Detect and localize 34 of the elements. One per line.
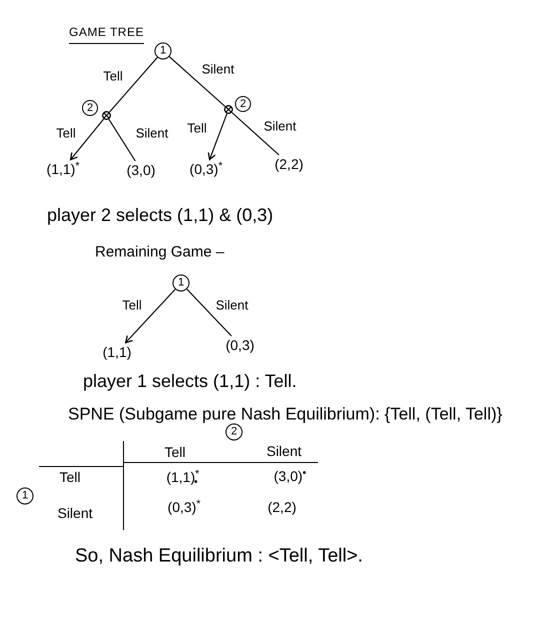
payoff-entry: (3,0)$^{•}$ — [274, 469, 306, 483]
note-text: player 1 selects (1,1) : Tell. — [83, 372, 297, 390]
column-header: Silent — [266, 444, 302, 458]
arrow — [70, 118, 104, 160]
edge-label: Silent — [200, 62, 236, 76]
edge-label: Tell — [102, 70, 124, 82]
edge-label: Silent — [214, 298, 250, 312]
branch-line — [231, 112, 280, 156]
edge-label: Tell — [186, 122, 208, 134]
payoff-text: (0,3) — [226, 336, 254, 354]
payoff-text: (2,2) — [274, 155, 304, 173]
payoff-entry: (0,3)$^{*}$ — [168, 500, 200, 514]
payoff-text: (0,3)$^{*}$ — [190, 160, 222, 178]
edge-label: Silent — [134, 126, 170, 140]
column-header: Tell — [164, 445, 186, 459]
title: GAME TREE — [69, 26, 144, 44]
edge-label: Silent — [262, 120, 298, 132]
branch-line — [168, 56, 226, 107]
payoff-text: (1,1)$^{*}$ — [46, 160, 80, 178]
conclusion-text: So, Nash Equilibrium : <Tell, Tell>. — [75, 546, 363, 566]
spne-statement: SPNE (Subgame pure Nash Equilibrium): {Tell, (Tell, Tell)} — [68, 406, 502, 422]
edge-label: Tell — [55, 126, 77, 140]
note-text: player 2 selects (1,1) & (0,3) — [47, 206, 274, 224]
row-header: Silent — [57, 506, 93, 520]
branch-line — [186, 288, 232, 336]
arrow — [208, 114, 228, 160]
payoff-entry: (2,2) — [268, 500, 296, 514]
payoff-text: (1,1) — [102, 343, 132, 361]
edge-label: Tell — [121, 298, 143, 312]
branch-line — [109, 57, 158, 112]
arrow — [124, 288, 176, 344]
branch-line — [108, 119, 136, 162]
row-header: Tell — [60, 470, 80, 484]
payoff-text: (3,0) — [126, 161, 156, 179]
